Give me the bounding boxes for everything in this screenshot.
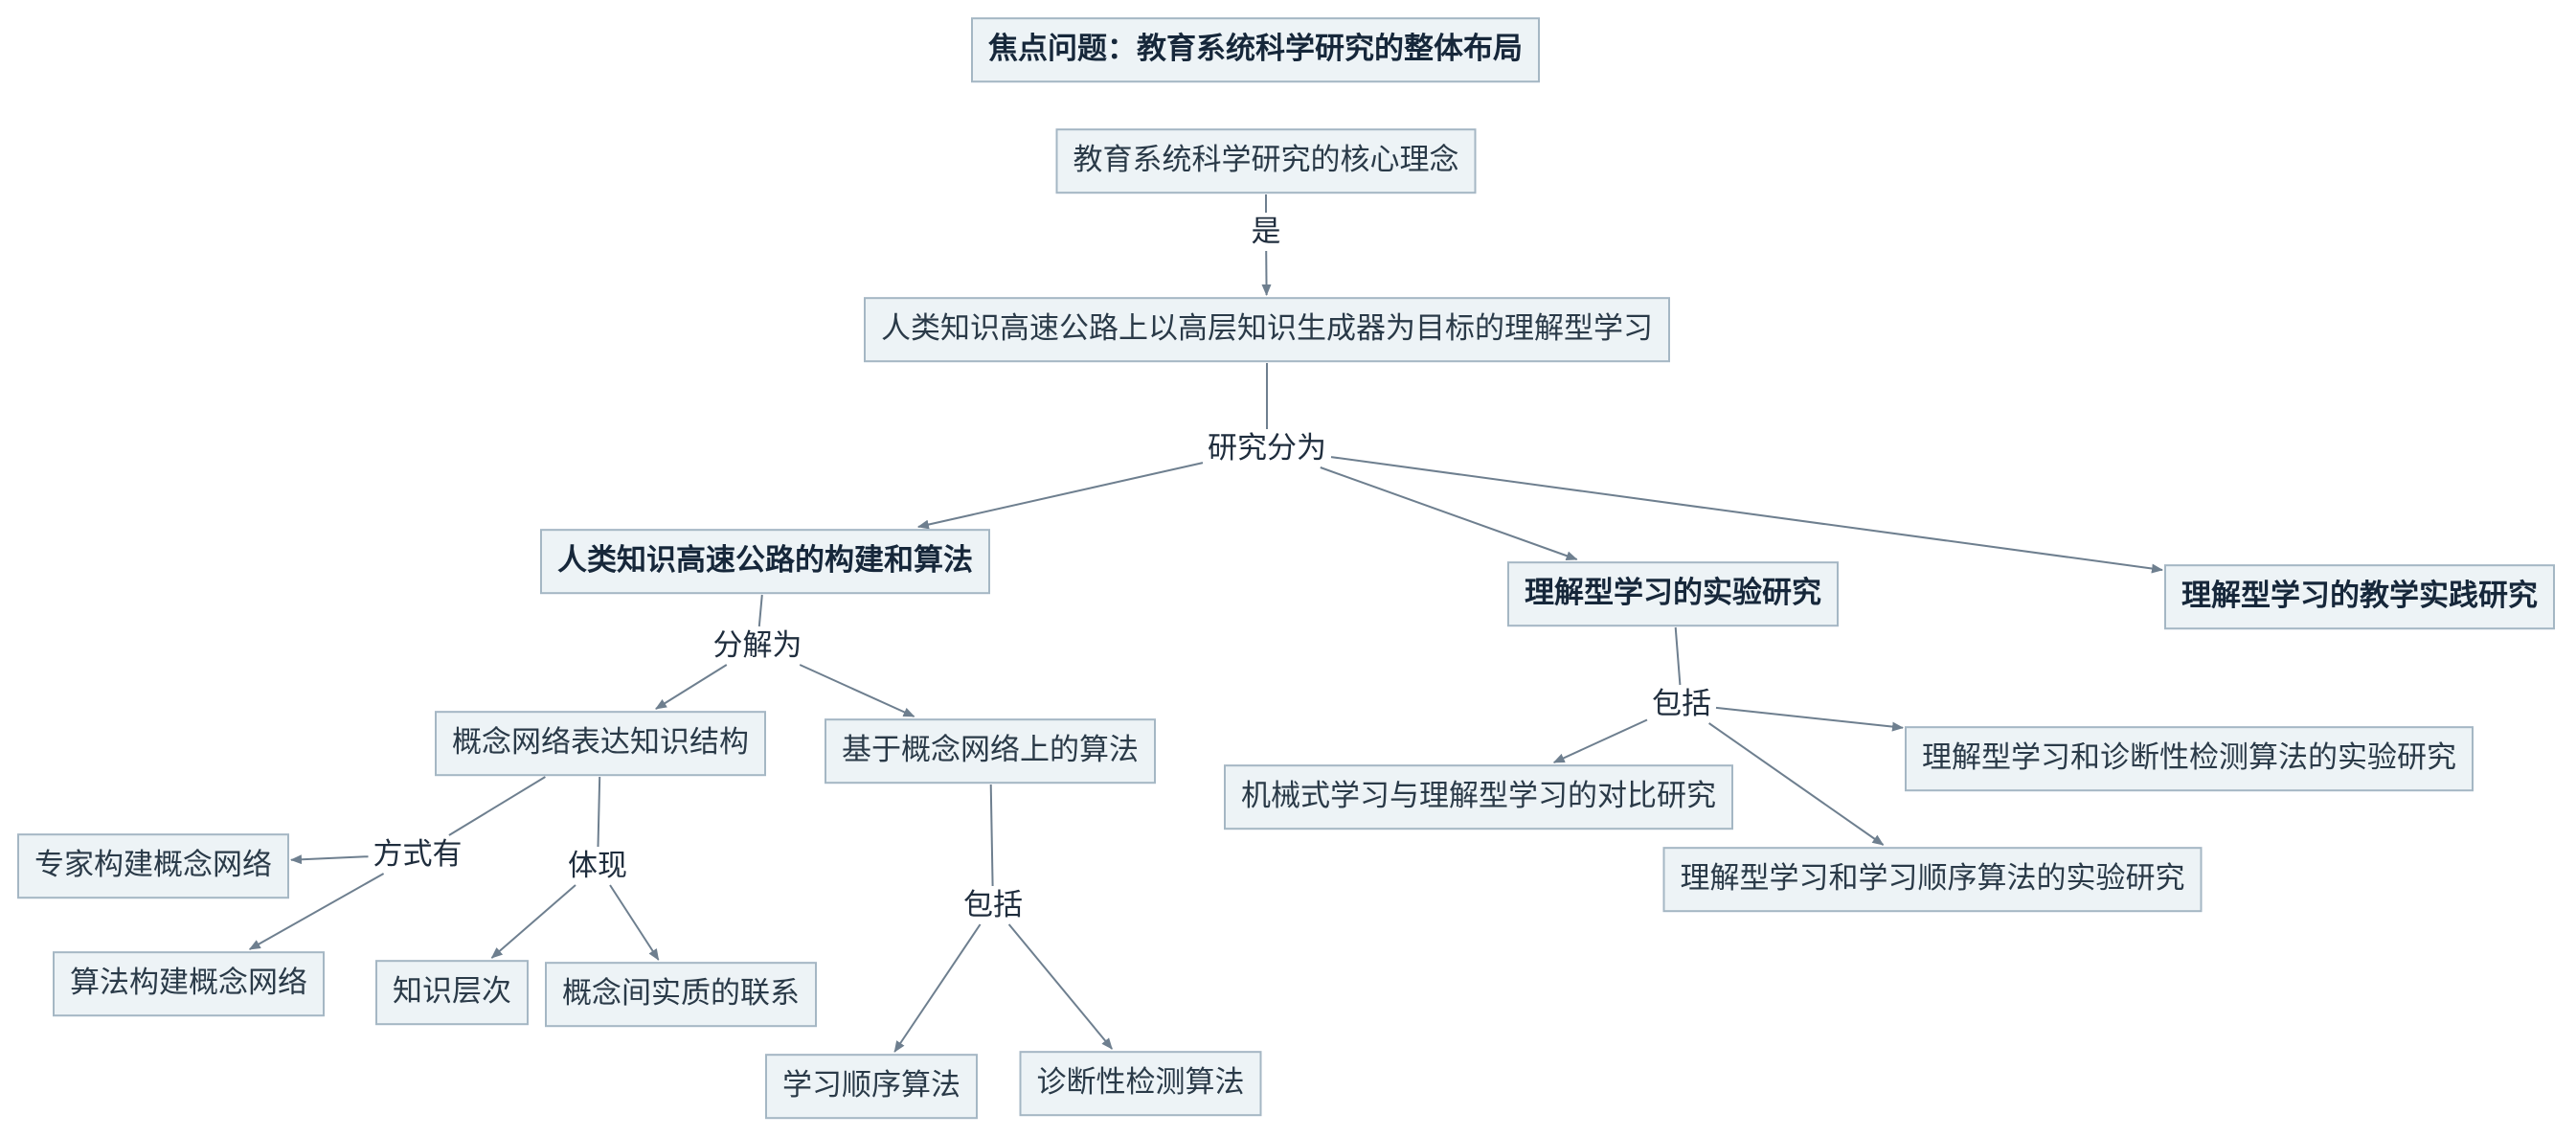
node-relation[interactable]: 概念间实质的联系 [545,962,817,1027]
node-highway[interactable]: 人类知识高速公路的构建和算法 [540,529,990,594]
link-label-methods: 方式有 [369,835,466,874]
node-diag-exp[interactable]: 理解型学习和诊断性检测算法的实验研究 [1905,726,2474,791]
connector-embody-to-relation [609,884,660,961]
connector-include-exp-to-compare [1552,718,1648,763]
connector-include-exp-to-diag-exp [1715,706,1904,732]
connector-methods-to-algo-build [248,873,385,950]
node-algo-net[interactable]: 基于概念网络上的算法 [825,718,1156,784]
node-focus[interactable]: 焦点问题：教育系统科学研究的整体布局 [971,17,1540,82]
node-core[interactable]: 教育系统科学研究的核心理念 [1055,128,1477,193]
connector-methods-to-expert [290,854,369,865]
link-label-include-exp: 包括 [1648,685,1715,723]
connector-highway-to-decompose [757,594,763,627]
connector-decompose-to-concept-net [655,664,728,710]
connector-divide-to-highway [916,462,1204,530]
node-understanding[interactable]: 人类知识高速公路上以高层知识生成器为目标的理解型学习 [864,297,1670,362]
connector-include-exp-to-order-exp [1708,722,1885,846]
connector-experiment-to-include-exp [1674,626,1682,686]
connector-concept-net-to-methods [448,776,546,836]
node-level[interactable]: 知识层次 [375,960,529,1025]
node-concept-net[interactable]: 概念网络表达知识结构 [435,711,766,776]
connector-decompose-to-algo-net [799,664,915,717]
link-label-include-algo: 包括 [960,886,1027,924]
connector-divide-to-teaching [1330,456,2163,574]
connector-divide-to-experiment [1320,466,1578,560]
connector-embody-to-level [490,884,576,959]
node-diag-algo[interactable]: 诊断性检测算法 [1019,1051,1262,1116]
node-expert[interactable]: 专家构建概念网络 [17,833,289,898]
node-experiment[interactable]: 理解型学习的实验研究 [1507,561,1839,626]
node-teaching[interactable]: 理解型学习的教学实践研究 [2164,564,2555,629]
connector-include-algo-to-order-algo [893,923,982,1053]
node-order-exp[interactable]: 理解型学习和学习顺序算法的实验研究 [1662,847,2203,912]
connector-algo-net-to-include-algo [989,784,994,887]
node-compare[interactable]: 机械式学习与理解型学习的对比研究 [1224,764,1733,830]
link-label-decompose: 分解为 [709,626,806,665]
connector-concept-net-to-embody [597,776,601,848]
link-label-is: 是 [1247,213,1285,251]
node-algo-build[interactable]: 算法构建概念网络 [53,951,325,1016]
node-order-algo[interactable]: 学习顺序算法 [765,1054,978,1119]
link-label-embody: 体现 [564,847,631,885]
link-label-divide: 研究分为 [1204,429,1330,467]
connector-include-algo-to-diag-algo [1007,923,1113,1050]
